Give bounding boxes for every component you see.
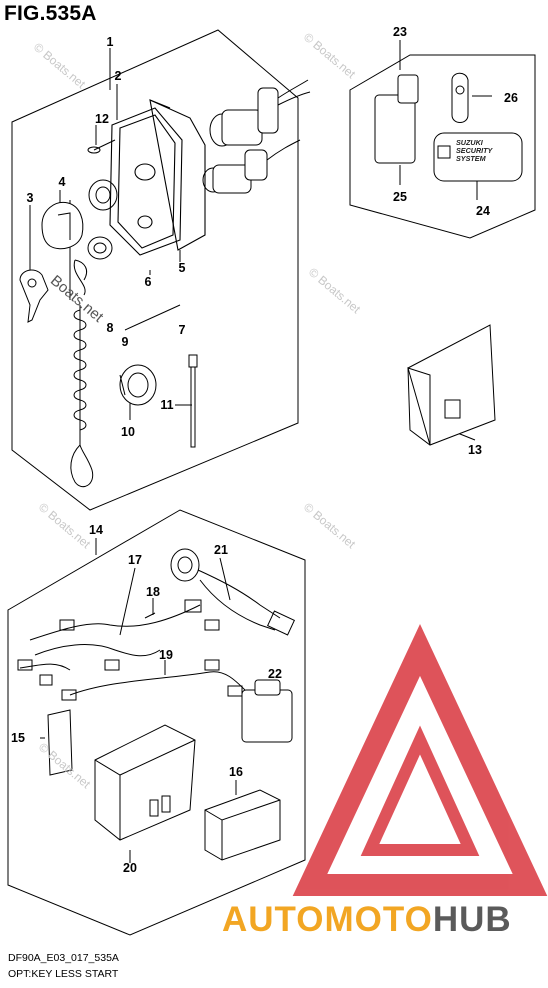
ring-nuts xyxy=(87,179,118,260)
ignition-key xyxy=(19,269,49,323)
security-module xyxy=(374,74,419,164)
callout-14: 14 xyxy=(89,522,103,537)
callout-20: 20 xyxy=(123,860,137,875)
callout-26: 26 xyxy=(504,90,518,105)
callout-21: 21 xyxy=(214,542,228,557)
callout-16: 16 xyxy=(229,764,243,779)
callout-5: 5 xyxy=(178,260,186,275)
callout-25: 25 xyxy=(393,189,407,204)
automotohub-logo: AUTOMOTOHUB xyxy=(222,900,512,940)
callout-9: 9 xyxy=(121,334,129,349)
security-label-line3: SYSTEM xyxy=(456,154,486,163)
callout-3: 3 xyxy=(26,190,34,205)
logo-triangle-mark xyxy=(292,624,548,896)
figure-title: FIG.535A xyxy=(4,2,97,25)
callout-6: 6 xyxy=(144,274,152,289)
callout-12: 12 xyxy=(95,111,109,126)
callout-19: 19 xyxy=(159,647,173,662)
callout-17: 17 xyxy=(128,552,142,567)
callout-4: 4 xyxy=(58,174,66,189)
callout-13: 13 xyxy=(468,442,482,457)
wire-harness xyxy=(17,548,296,701)
callout-15: 15 xyxy=(11,730,25,745)
bracket xyxy=(94,724,196,841)
lanyard-cord xyxy=(70,259,94,488)
security-label-frame xyxy=(433,132,523,182)
relay-box xyxy=(241,679,293,743)
callout-18: 18 xyxy=(146,584,160,599)
footer-description: OPT:KEY LESS START xyxy=(8,968,119,980)
pad xyxy=(47,709,73,776)
key-switch-body xyxy=(202,79,311,194)
footer-figure-code: DF90A_E03_017_535A xyxy=(8,952,119,964)
security-label-line1: SUZUKI xyxy=(456,138,483,147)
screw xyxy=(87,139,116,154)
group-box-14 xyxy=(7,509,306,936)
callout-2: 2 xyxy=(114,68,122,83)
callout-10: 10 xyxy=(121,424,135,439)
key-switch-plate xyxy=(109,99,206,256)
cord-clip xyxy=(119,364,157,406)
tray xyxy=(204,789,281,861)
logo-text-part2: HUB xyxy=(432,900,512,939)
key-fob xyxy=(451,72,469,123)
logo-text-part1: AUTOMOTO xyxy=(222,900,433,939)
key-cap xyxy=(41,201,84,250)
callout-11: 11 xyxy=(160,397,174,412)
leader-lines xyxy=(29,40,492,863)
security-label-text: SUZUKI SECURITY SYSTEM xyxy=(456,139,492,163)
callout-7: 7 xyxy=(178,322,186,337)
callout-1: 1 xyxy=(106,34,114,49)
group-box-1 xyxy=(11,29,299,511)
tie-band xyxy=(188,354,198,448)
callout-8: 8 xyxy=(106,320,114,335)
callout-22: 22 xyxy=(268,666,282,681)
controller-unit xyxy=(407,324,496,446)
security-label-line2: SECURITY xyxy=(456,146,493,155)
callout-23: 23 xyxy=(393,24,407,39)
group-box-23 xyxy=(349,54,536,239)
callout-24: 24 xyxy=(476,203,490,218)
